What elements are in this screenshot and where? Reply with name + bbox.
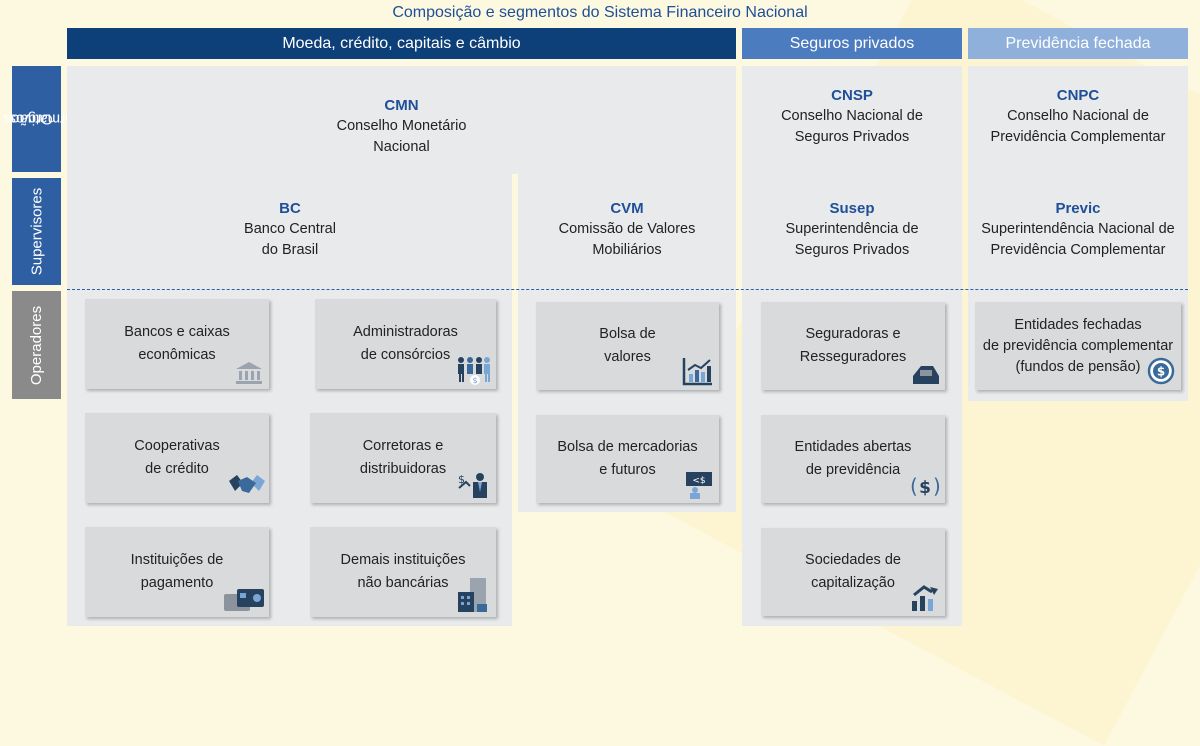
org-code-previc: Previc	[1055, 200, 1101, 217]
svg-text:): )	[933, 474, 941, 498]
org-code-cnpc: CNPC	[1056, 87, 1100, 104]
operators-divider	[67, 289, 1188, 290]
svg-text:(: (	[910, 474, 918, 498]
org-cnsp: CNSP Conselho Nacional de Seguros Privad…	[742, 85, 962, 148]
svg-text:<$: <$	[692, 476, 705, 486]
growth-arrow-icon	[912, 585, 938, 611]
header-moeda-credito: Moeda, crédito, capitais e câmbio	[67, 28, 736, 59]
org-cnpc: CNPC Conselho Nacional de Previdência Co…	[968, 85, 1188, 148]
org-susep: Susep Superintendência de Seguros Privad…	[742, 198, 962, 261]
org-bc: BC Banco Central do Brasil	[180, 198, 400, 261]
group-people-icon: $	[458, 357, 490, 385]
panel-cmn	[67, 66, 736, 174]
handshake-icon	[229, 475, 265, 493]
svg-text:$: $	[1157, 365, 1165, 379]
header-previdencia-fechada: Previdência fechada	[968, 28, 1188, 59]
umbrella-car-icon	[913, 366, 939, 384]
dollar-coin-icon: $	[1147, 357, 1175, 385]
org-code-cmn: CMN	[384, 97, 419, 114]
dollar-brackets-icon: ( $ )	[910, 474, 941, 498]
row-label-operadores: Operadores	[12, 291, 61, 399]
org-code-cvm: CVM	[610, 200, 644, 217]
svg-text:$: $	[919, 478, 931, 498]
org-code-bc: BC	[279, 200, 301, 217]
broker-icon: $	[458, 473, 487, 498]
chart-growth-icon	[682, 358, 712, 386]
svg-text:$: $	[458, 473, 465, 486]
svg-text:$: $	[472, 376, 477, 385]
payment-cards-icon	[224, 589, 264, 611]
org-previc: Previc Superintendência Nacional de Prev…	[968, 198, 1188, 261]
header-seguros-privados: Seguros privados	[742, 28, 962, 59]
diagram-title: Composição e segmentos do Sistema Financ…	[392, 4, 808, 21]
org-code-susep: Susep	[829, 200, 875, 217]
buildings-icon	[458, 578, 487, 612]
org-code-cnsp: CNSP	[831, 87, 873, 104]
row-label-supervisores: Supervisores	[12, 178, 61, 285]
trader-screen-icon: <$	[686, 472, 712, 499]
bank-icon	[236, 362, 262, 384]
org-cmn: CMN Conselho Monetário Nacional	[67, 95, 736, 158]
org-cvm: CVM Comissão de Valores Mobiliários	[518, 198, 736, 261]
